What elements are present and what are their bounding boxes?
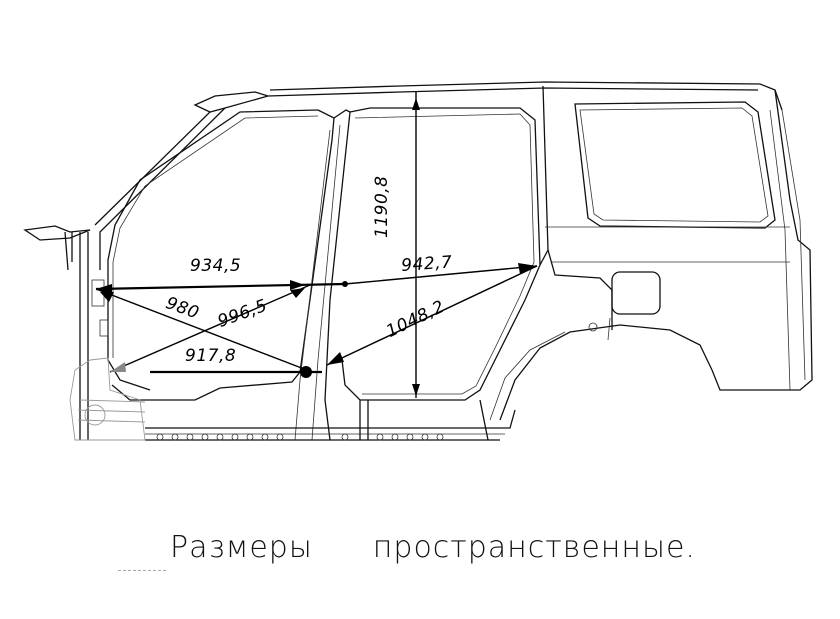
dimension-label-1190-8: 1190,8 xyxy=(372,175,392,238)
drawing-caption: Размеры пространственные. xyxy=(170,530,756,565)
dimension-label-942-7: 942,7 xyxy=(400,252,454,276)
dimension-label-934-5: 934,5 xyxy=(190,256,242,276)
dimension-label-917-8: 917,8 xyxy=(185,346,237,366)
caption-word-spatial: пространственные. xyxy=(372,530,696,565)
caption-word-sizes: Размеры xyxy=(170,530,313,565)
caption-leader-dash xyxy=(118,570,166,571)
